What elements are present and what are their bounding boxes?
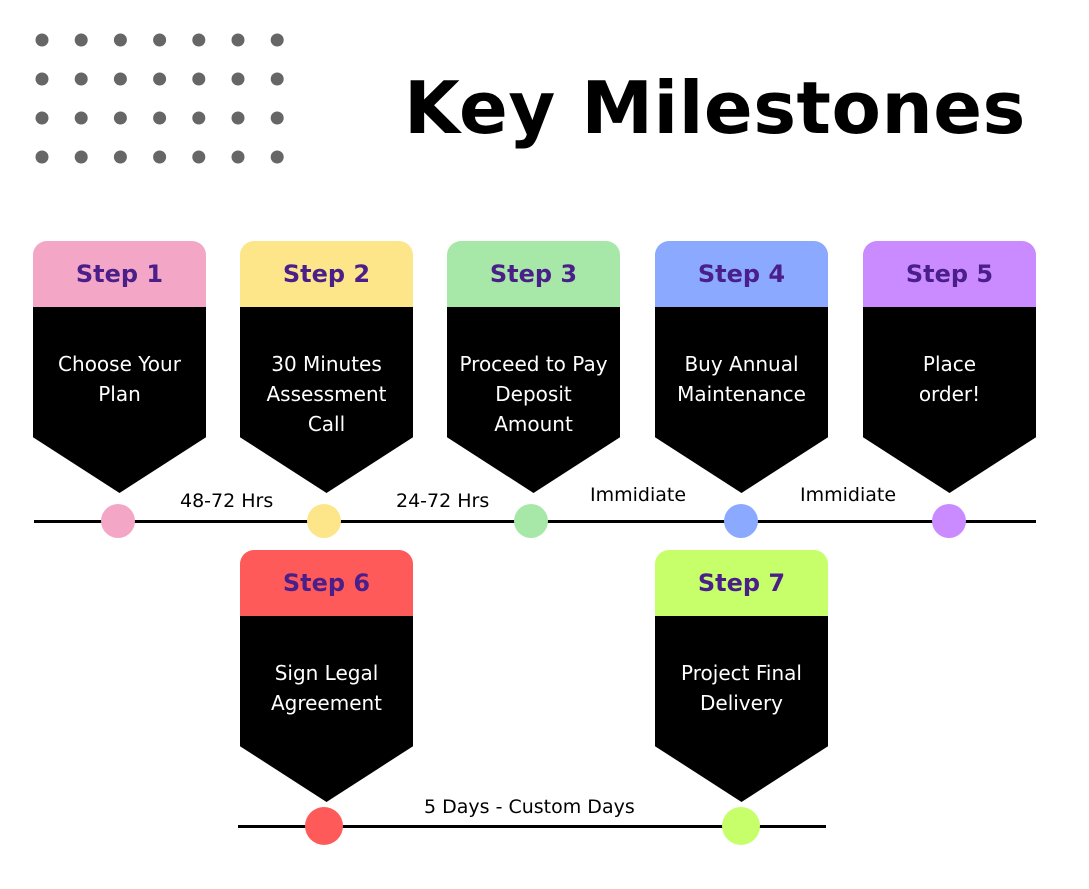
decorative-dot <box>113 72 127 86</box>
decorative-dot-grid <box>34 33 294 168</box>
decorative-dot <box>113 111 127 125</box>
step-label: Step 4 <box>697 260 786 288</box>
step-label: Step 7 <box>697 569 786 597</box>
timeline-node-2 <box>307 504 341 538</box>
step-text-line: Sign Legal <box>274 661 379 685</box>
step-label: Step 3 <box>489 260 578 288</box>
decorative-dot <box>35 150 49 164</box>
step-label: Step 2 <box>282 260 371 288</box>
decorative-dot <box>192 72 206 86</box>
step-text-line: Agreement <box>270 691 383 715</box>
decorative-dot <box>153 111 167 125</box>
decorative-dot <box>270 150 284 164</box>
decorative-dot <box>192 33 206 47</box>
decorative-dot <box>270 33 284 47</box>
decorative-dot <box>192 111 206 125</box>
step-header: Step 1 <box>33 241 206 307</box>
timeline-node-1 <box>101 504 135 538</box>
step-header: Step 5 <box>863 241 1036 307</box>
duration-label-1: 48-72 Hrs <box>180 490 274 512</box>
decorative-dot <box>74 111 88 125</box>
step-header: Step 4 <box>655 241 828 307</box>
step-text-line: Assessment Call <box>266 382 387 436</box>
step-label: Step 1 <box>75 260 164 288</box>
decorative-dot <box>270 111 284 125</box>
decorative-dot <box>35 33 49 47</box>
duration-label-4: Immidiate <box>800 484 897 506</box>
decorative-dot <box>74 150 88 164</box>
decorative-dot <box>270 72 284 86</box>
duration-label-5: 5 Days - Custom Days <box>424 796 635 818</box>
step-label: Step 5 <box>905 260 994 288</box>
step-header: Step 6 <box>240 550 413 616</box>
step-text-line: Project Final <box>681 661 802 685</box>
step-label: Step 6 <box>282 569 371 597</box>
timeline-node-4 <box>724 504 758 538</box>
step-body: Place order! <box>863 307 1036 493</box>
decorative-dot <box>153 150 167 164</box>
decorative-dot <box>153 72 167 86</box>
step-header: Step 2 <box>240 241 413 307</box>
decorative-dot <box>231 72 245 86</box>
timeline-node-5 <box>932 504 966 538</box>
timeline-line-bottom <box>238 825 826 828</box>
decorative-dot <box>192 150 206 164</box>
decorative-dot <box>113 33 127 47</box>
step-text-line: Proceed to Pay <box>459 352 608 376</box>
decorative-dot <box>113 150 127 164</box>
decorative-dot <box>231 150 245 164</box>
decorative-dot <box>74 33 88 47</box>
step-text-line: Deposit Amount <box>494 382 573 436</box>
step-card-5: Step 5 Place order! <box>863 241 1036 493</box>
step-text-line: Choose Your <box>58 352 181 376</box>
decorative-dot <box>35 72 49 86</box>
step-text-line: Delivery <box>699 691 784 715</box>
step-header: Step 3 <box>447 241 620 307</box>
duration-label-3: Immidiate <box>590 484 687 506</box>
timeline-node-6 <box>305 807 343 845</box>
step-text-line: Plan <box>98 382 141 406</box>
decorative-dot <box>74 72 88 86</box>
step-text-line: Maintenance <box>677 382 806 406</box>
step-text-line: order! <box>918 382 981 406</box>
timeline-node-7 <box>722 807 760 845</box>
step-header: Step 7 <box>655 550 828 616</box>
step-text-line: Buy Annual <box>684 352 799 376</box>
decorative-dot <box>231 33 245 47</box>
decorative-dot <box>153 33 167 47</box>
page-title: Key Milestones <box>404 66 1026 150</box>
decorative-dot <box>35 111 49 125</box>
step-text-line: Place <box>922 352 977 376</box>
timeline-node-3 <box>514 504 548 538</box>
decorative-dot <box>231 111 245 125</box>
step-text-line: 30 Minutes <box>271 352 382 376</box>
duration-label-2: 24-72 Hrs <box>396 490 490 512</box>
